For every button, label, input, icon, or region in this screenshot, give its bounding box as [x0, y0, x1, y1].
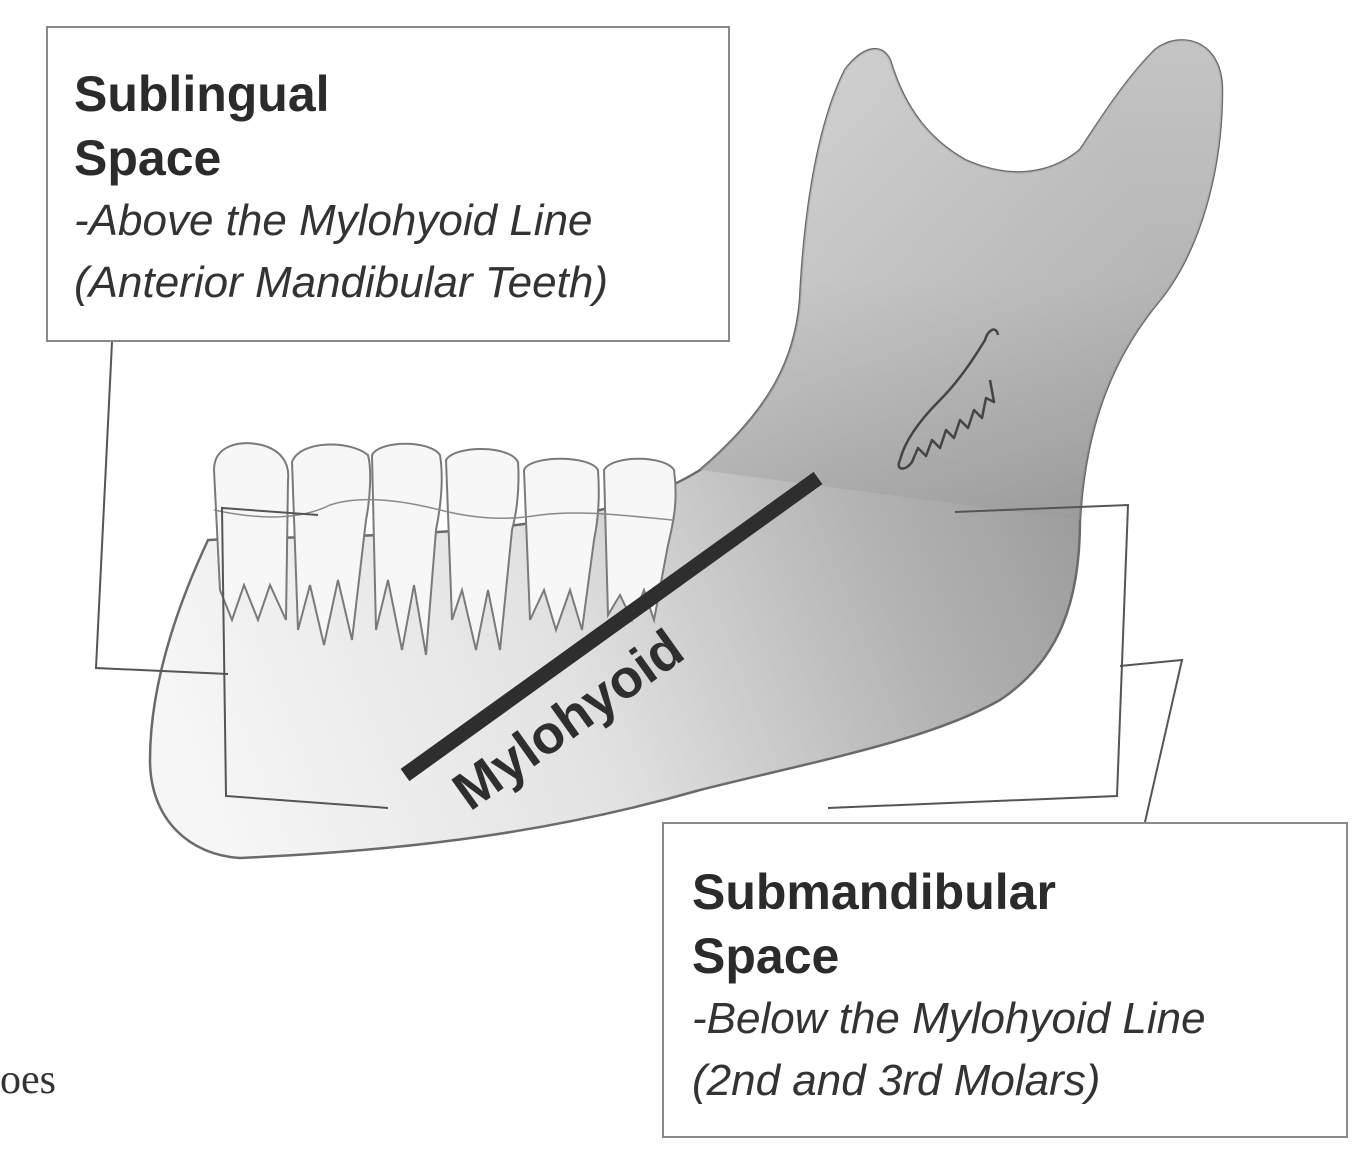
tooth-premolar-1	[370, 442, 443, 656]
sublingual-title-line2: Space	[74, 130, 222, 186]
sublingual-leader-line	[94, 341, 229, 675]
mylohyoid-line	[400, 471, 823, 782]
tooth-incisor	[212, 442, 290, 623]
submandibular-title-line1: Submandibular	[692, 864, 1056, 920]
teeth-row	[212, 442, 677, 656]
submandibular-space-label: Submandibular Space -Below the Mylohyoid…	[662, 822, 1348, 1138]
sublingual-note-line2: (Anterior Mandibular Teeth)	[74, 258, 608, 307]
page-text-fragment: oes	[0, 1057, 56, 1103]
submandibular-note-line1: -Below the Mylohyoid Line	[692, 994, 1206, 1043]
submandibular-bracket	[827, 503, 1130, 809]
tooth-canine	[290, 443, 372, 646]
tooth-premolar-2	[444, 448, 520, 651]
sublingual-title-line1: Sublingual	[74, 66, 330, 122]
tooth-molar-2	[602, 457, 677, 624]
sublingual-bracket	[220, 506, 389, 809]
submandibular-note-line2: (2nd and 3rd Molars)	[692, 1056, 1101, 1105]
submandibular-title-line2: Space	[692, 928, 840, 984]
ramus-shading	[700, 40, 1222, 521]
tooth-molar-1	[522, 457, 600, 634]
sublingual-space-label: Sublingual Space -Above the Mylohyoid Li…	[46, 26, 730, 342]
muscle-attachment-mark	[897, 328, 1000, 470]
submandibular-leader-line	[1119, 658, 1184, 823]
sublingual-note-line1: -Above the Mylohyoid Line	[74, 196, 593, 245]
